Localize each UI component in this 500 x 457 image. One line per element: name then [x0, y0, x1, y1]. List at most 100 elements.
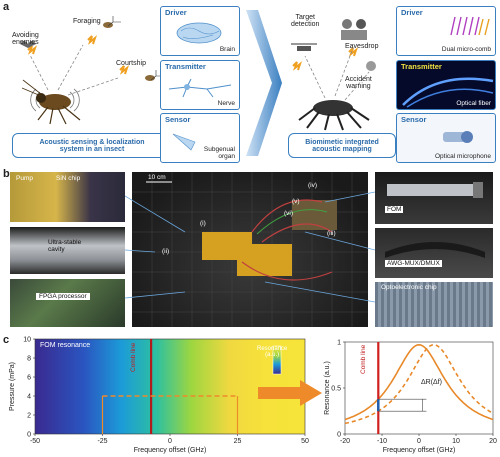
brain-box-sub: Brain — [219, 46, 235, 53]
awg-photo: AWG-MUX/DMUX — [375, 228, 493, 278]
resplot-frame — [344, 341, 494, 435]
bat-icon — [20, 41, 36, 48]
heatmap-ytick-label: 0 — [27, 432, 31, 439]
bug-icon — [103, 22, 113, 28]
robot-scene-drawing — [291, 19, 376, 131]
marker-vi: (vi) — [284, 210, 294, 217]
fom-photo: FOM — [375, 172, 493, 224]
setup-photo: 10 cm (i) (ii) (iii) (iv) (v) (vi) — [132, 172, 368, 327]
eavesdrop-label: Eavesdrop — [345, 43, 379, 50]
micro-comb-icon — [450, 16, 490, 36]
resplot-ytick-label: 1 — [337, 340, 341, 347]
foraging-label: Foraging — [73, 18, 101, 25]
scale-label: 10 cm — [148, 174, 166, 181]
robot-caption: Biomimetic integrated acoustic mapping — [288, 133, 396, 158]
pump-label: Pump — [16, 175, 33, 182]
robot-scene: Target detection Eavesdrop Accident warn… — [285, 8, 395, 136]
heatmap-xlabel: Frequency offset (GHz) — [134, 447, 207, 454]
resplot-ytick-label: 0.5 — [331, 386, 341, 393]
optical-fiber-box-sub: Optical fiber — [456, 100, 491, 107]
organ-box-sub: Subgenual organ — [203, 146, 235, 160]
heatmap-colorbar — [272, 345, 282, 375]
optical-fiber-box: Transmitter Optical fiber — [396, 60, 496, 110]
accident-warning-label: Accident warning — [345, 76, 372, 90]
fom-device-icon — [387, 182, 483, 198]
resplot-xtick-label: -10 — [377, 438, 387, 445]
optical-microphone-box: Sensor Optical microphone — [396, 113, 496, 163]
heatmap-xtick-label: -50 — [30, 438, 40, 445]
panel-c-letter: c — [3, 334, 10, 346]
nerve-box: Transmitter Nerve — [160, 60, 240, 110]
resplot-xtick-label: -20 — [340, 438, 350, 445]
insect-caption-text: Acoustic sensing & localization system i… — [39, 138, 145, 153]
resplot-xtick-label: 20 — [489, 438, 497, 445]
robot-spider-icon — [298, 100, 370, 131]
heatmap-xtick-label: 50 — [301, 438, 309, 445]
heatmap-comb-line-label: Comb line — [130, 342, 137, 372]
opto-label: Optoelectronic chip — [381, 284, 437, 291]
people-icon — [341, 19, 367, 40]
marker-iv: (iv) — [308, 182, 318, 189]
microphone-icon — [443, 131, 473, 143]
heatmap-xtick-label: 0 — [168, 438, 172, 445]
cavity-photo: Ultra-stable cavity — [10, 227, 125, 274]
colorbar-label: Resonance (a.u.) — [257, 346, 288, 358]
heatmap-ytick-label: 8 — [27, 356, 31, 363]
transfer-arrow-icon — [246, 10, 282, 156]
heatmap-ytick-label: 2 — [27, 413, 31, 420]
drone-icon — [291, 43, 317, 51]
marker-ii: (ii) — [162, 248, 170, 255]
nerve-icon — [168, 78, 232, 98]
cavity-label: Ultra-stable cavity — [48, 239, 82, 253]
setup-drawing — [132, 172, 368, 327]
target-detection-label: Target detection — [291, 14, 320, 28]
nerve-box-sub: Nerve — [217, 100, 235, 107]
heatmap-ytick-label: 6 — [27, 375, 31, 382]
pump-chip-photo: Pump SiN chip — [10, 172, 125, 222]
optical-microphone-box-title: Sensor — [401, 115, 427, 124]
avoiding-enemies-label: Avoiding enemies — [12, 32, 39, 46]
dual-micro-comb-box: Driver Dual micro-comb — [396, 6, 496, 56]
marker-i: (i) — [200, 220, 206, 227]
resplot-comb-line-label: Comb line — [360, 344, 367, 374]
awg-label: AWG-MUX/DMUX — [385, 260, 442, 267]
optical-fiber-box-title: Transmitter — [401, 62, 442, 71]
brain-box: Driver Brain — [160, 6, 240, 56]
panel-a-letter: a — [3, 1, 10, 13]
optical-microphone-box-sub: Optical microphone — [435, 153, 491, 160]
brain-box-title: Driver — [165, 8, 187, 17]
robot-caption-text: Biomimetic integrated acoustic mapping — [305, 138, 379, 153]
awg-device-icon — [385, 242, 485, 258]
panel-b-connectors — [125, 191, 376, 303]
optical-fiber-icon — [402, 77, 494, 108]
heatmap-ytick-label: 4 — [27, 394, 31, 401]
heatmap-title: FOM resonance — [40, 342, 91, 349]
cricket-icon — [21, 79, 81, 125]
sin-chip-label: SiN chip — [56, 175, 81, 182]
dual-micro-comb-box-title: Driver — [401, 8, 423, 17]
marker-iii: (iii) — [327, 230, 336, 237]
resplot-series-dashed — [344, 343, 494, 425]
marker-v: (v) — [292, 198, 300, 205]
heatmap-ytick-label: 10 — [23, 337, 31, 344]
fpga-photo: FPGA processor — [10, 279, 125, 327]
panel-b-letter: b — [3, 168, 10, 180]
resplot-series-solid — [344, 343, 494, 421]
big-orange-arrow-icon — [258, 380, 322, 406]
organ-icon — [172, 133, 196, 151]
fpga-label: FPGA processor — [36, 293, 90, 300]
opto-photo: Optoelectronic chip — [375, 282, 493, 327]
courtship-label: Courtship — [116, 60, 146, 67]
brain-icon — [176, 22, 222, 44]
insect-caption: Acoustic sensing & localization system i… — [12, 133, 172, 158]
dual-micro-comb-box-sub: Dual micro-comb — [441, 46, 491, 53]
heatmap-ylabel: Pressure (mPa) — [9, 362, 16, 411]
organ-box-title: Sensor — [165, 115, 191, 124]
nerve-box-title: Transmitter — [165, 62, 206, 71]
resplot-xtick-label: 0 — [417, 438, 421, 445]
heatmap-xtick-label: -25 — [97, 438, 107, 445]
heatmap-area — [35, 339, 305, 434]
resplot-xlabel: Frequency offset (GHz) — [383, 447, 456, 454]
gear-icon — [366, 61, 376, 71]
